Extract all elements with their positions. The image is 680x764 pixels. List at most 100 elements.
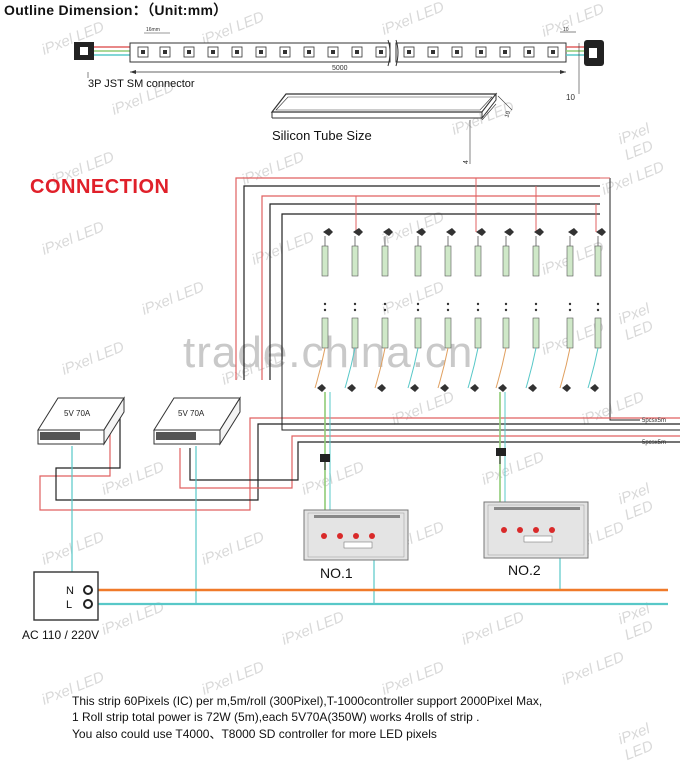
note-line-2: 1 Roll strip total power is 72W (5m),eac…	[72, 710, 480, 724]
power-supply-1: 5V 70A	[37, 396, 125, 446]
strip-unit	[407, 228, 426, 392]
strip-segment	[532, 317, 540, 349]
strip-connector-icon	[504, 228, 514, 236]
strip-pixel-chip	[431, 50, 435, 54]
pixel-spacing-text: 16mm	[146, 27, 160, 33]
strip-pixel-chip	[379, 50, 383, 54]
continuation-dot	[476, 302, 480, 306]
strip-segment	[502, 317, 510, 349]
strip-pixel-chip	[235, 50, 239, 54]
strip-unit	[344, 228, 363, 392]
continuation-dot	[353, 302, 357, 306]
strip-connector-icon	[383, 228, 393, 236]
strip-segment	[444, 317, 452, 349]
strip-pixel-chip	[479, 50, 483, 54]
psu-2-label: 5V 70A	[178, 409, 205, 418]
connector-label: 3P JST SM connector	[88, 78, 195, 90]
strip-segment	[321, 317, 329, 349]
strip-tail-wire	[344, 347, 356, 389]
connection-heading: CONNECTION	[30, 176, 170, 198]
strip-tail-wire	[587, 347, 599, 389]
strip-tail-wire	[495, 347, 507, 389]
strip-pixel-chip	[187, 50, 191, 54]
strip-connector-icon	[534, 228, 544, 236]
strip-pixel-chip	[283, 50, 287, 54]
silicon-tube-label: Silicon Tube Size	[272, 128, 372, 143]
strip-pixel-chip	[551, 50, 555, 54]
strip-unit	[437, 228, 456, 392]
continuation-dot	[568, 308, 572, 312]
continuation-dot	[383, 302, 387, 306]
strip-segment	[444, 245, 452, 277]
strip-connector-icon	[353, 228, 363, 236]
strip-segment	[532, 245, 540, 277]
strip-segment	[351, 245, 359, 277]
tube-height-text: 4	[463, 160, 470, 164]
led-strip-outline: 5000 16mm 10 10	[74, 27, 604, 102]
strip-units	[314, 228, 606, 392]
psu-1-label: 5V 70A	[64, 409, 91, 418]
power-supply-2: 5V 70A	[153, 396, 241, 446]
continuation-dot	[446, 308, 450, 312]
strip-end-connector-icon	[498, 384, 507, 392]
continuation-dot	[416, 302, 420, 306]
strip-label-2: 5pcsx5m	[642, 440, 666, 446]
outline-dimension-title: Outline Dimension：（Unit:mm）	[4, 2, 228, 18]
strip-end-connector-icon	[440, 384, 449, 392]
strip-connector-icon	[446, 228, 456, 236]
strip-segment	[351, 317, 359, 349]
strip-connector-icon	[596, 228, 606, 236]
strip-tail-wire	[407, 347, 419, 389]
strip-segment	[594, 317, 602, 349]
strip-segment	[414, 317, 422, 349]
jst-connector-socket	[80, 47, 88, 55]
strip-pixel-chip	[455, 50, 459, 54]
diagram-graphics: 5000 16mm 10 10 10 4	[33, 27, 680, 621]
note-line-1: This strip 60Pixels (IC) per m,5m/roll (…	[72, 694, 543, 708]
continuation-dot	[383, 308, 387, 312]
strip-end-connector-icon	[470, 384, 479, 392]
strip-connector-icon	[476, 228, 486, 236]
strip-unit	[374, 228, 393, 392]
strip-segment	[594, 245, 602, 277]
strip-unit	[467, 228, 486, 392]
strip-connector-icon	[323, 228, 333, 236]
continuation-dot	[353, 308, 357, 312]
tube-width-text: 10	[504, 110, 512, 119]
end-height-text: 10	[566, 93, 575, 102]
continuation-dot	[504, 308, 508, 312]
strip-pixel-chip	[527, 50, 531, 54]
strip-unit	[314, 228, 333, 392]
continuation-dot	[596, 302, 600, 306]
strip-pixel-chip	[259, 50, 263, 54]
ac-voltage-label: AC 110 / 220V	[22, 628, 100, 642]
strip-tail-wire	[525, 347, 537, 389]
strip-unit	[587, 228, 606, 392]
strip-end-connector-icon	[410, 384, 419, 392]
strip-pixel-chip	[331, 50, 335, 54]
strip-segment	[566, 317, 574, 349]
strip-segment	[502, 245, 510, 277]
note-line-3: You also could use T4000、T8000 SD contro…	[72, 727, 437, 741]
strip-connector-icon	[568, 228, 578, 236]
strip-unit	[559, 228, 578, 392]
continuation-dot	[323, 308, 327, 312]
strip-pixel-chip	[307, 50, 311, 54]
continuation-dot	[416, 308, 420, 312]
continuation-dot	[596, 308, 600, 312]
strip-end-connector-icon	[562, 384, 571, 392]
strip-pixel-chip	[503, 50, 507, 54]
length-dimension-text: 5000	[332, 65, 348, 72]
strip-tail-wire	[374, 347, 386, 389]
continuation-dot	[534, 302, 538, 306]
controller-2	[483, 448, 589, 559]
strip-tail-wire	[559, 347, 571, 389]
strip-pixel-chip	[407, 50, 411, 54]
strip-connector-icon	[416, 228, 426, 236]
line-terminal-label: L	[66, 599, 72, 611]
strip-segment	[381, 317, 389, 349]
end-width-text: 10	[563, 27, 569, 33]
strip-break-mark	[387, 39, 399, 67]
strip-end-connector-icon	[590, 384, 599, 392]
